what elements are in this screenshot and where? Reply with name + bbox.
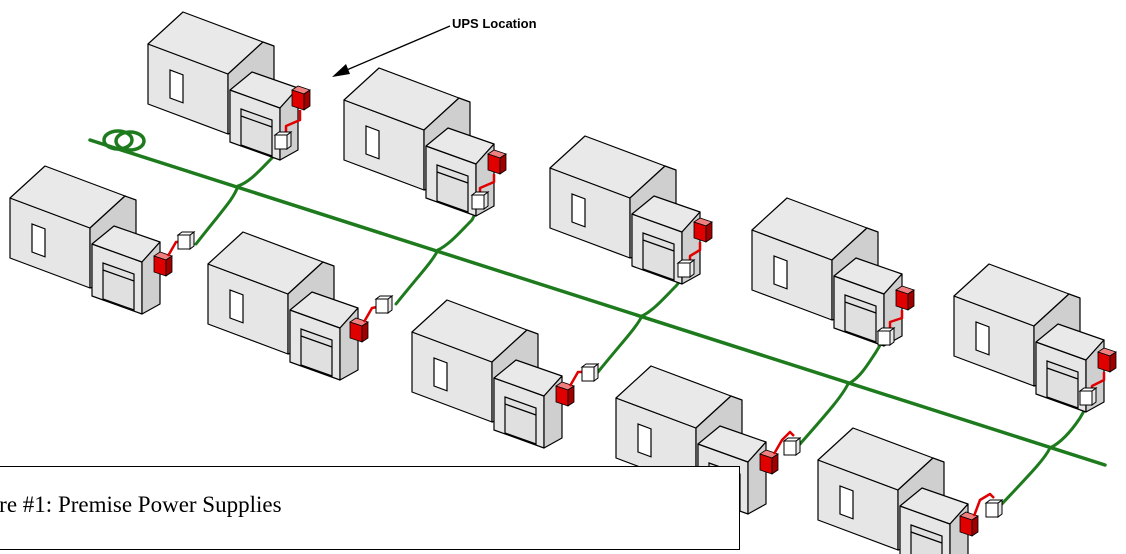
drop-cables [194,148,1090,508]
house-1 [147,11,311,161]
ups-box-icon [1097,347,1117,373]
tap-box-icon [877,327,895,346]
house-9 [615,365,801,515]
tap-box-icon [177,231,195,250]
ups-box-icon [291,85,311,111]
house-8 [411,299,599,449]
house-4 [751,197,915,347]
tap-box-icon [274,131,292,150]
ups-box-icon [693,217,713,243]
tap-box-icon [783,437,801,456]
ups-box-icon [487,149,507,175]
arrow-icon [332,25,451,77]
house-10 [817,427,1003,554]
house-5 [953,263,1117,413]
figure-caption-box: Figure #1: Premise Power Supplies [0,466,740,550]
figure-caption: Figure #1: Premise Power Supplies [0,492,282,517]
house-7 [207,231,393,381]
house-3 [549,135,713,285]
trunk-cable [88,138,1107,467]
tap-box-icon [1079,387,1097,406]
tap-box-icon [581,363,599,382]
tap-box-icon [985,499,1003,518]
tap-box-icon [375,295,393,314]
house-2 [343,67,507,217]
tap-box-icon [471,191,489,210]
house-6 [9,165,195,315]
cable-coil-icon [102,129,146,152]
tap-box-icon [677,259,695,278]
ups-location-label: UPS Location [452,16,537,31]
ups-box-icon [895,285,915,311]
